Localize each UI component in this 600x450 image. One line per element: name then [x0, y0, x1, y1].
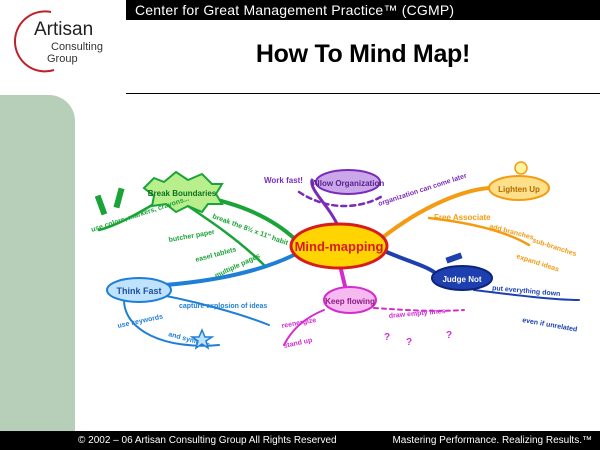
lighten-up-label: Lighten Up — [498, 185, 540, 194]
allow-node — [315, 169, 381, 195]
unrelated-label: even if unrelated — [522, 317, 578, 334]
marker-icon-2 — [113, 187, 125, 209]
branch-keywords — [123, 299, 220, 347]
side-decoration — [0, 95, 75, 431]
gavel-icon — [445, 252, 463, 264]
logo-line-1: Artisan — [34, 19, 93, 40]
reenergize-label: reenergize — [281, 317, 317, 330]
question-mark-2: ? — [406, 337, 412, 348]
sub-branches-label: sub-branches — [531, 237, 577, 258]
branch-lighten — [380, 186, 491, 240]
footer-bar: © 2002 – 06 Artisan Consulting Group All… — [0, 431, 600, 450]
keywords-label: use keywords — [117, 313, 164, 329]
think-fast-node — [106, 277, 172, 303]
use-colors-label: use colors, markers, crayons... — [90, 195, 190, 233]
judge-not-node — [431, 265, 493, 291]
logo-line-2: Consulting — [51, 41, 103, 53]
logo-line-3: Group — [47, 53, 78, 65]
copyright-text: © 2002 – 06 Artisan Consulting Group All… — [78, 435, 337, 446]
draw-lines-label: draw empty lines — [389, 308, 446, 320]
tagline-text: Mastering Performance. Realizing Results… — [392, 435, 592, 446]
judge-not-label: Judge Not — [442, 275, 481, 284]
org-later-label: organization can come later — [377, 173, 467, 208]
butcher-label: butcher paper — [168, 229, 215, 244]
free-associate-label: Free Associate — [434, 213, 491, 222]
branch-stand — [283, 309, 325, 346]
allow-node-label: Allow Organization — [312, 179, 385, 188]
star-icon — [189, 328, 215, 350]
work-fast-label: Work fast! — [264, 176, 303, 185]
keep-flowing-node — [323, 286, 377, 314]
keep-flowing-label: Keep flowing — [325, 297, 375, 306]
top-bar: Center for Great Management Practice™ (C… — [126, 0, 600, 20]
expand-ideas-label: expand ideas — [515, 253, 559, 273]
branch-put — [473, 289, 580, 301]
branch-draw — [373, 307, 465, 312]
branch-allow — [310, 178, 341, 230]
mind-map-illustration: Mind-mapping Allow Organization Work fas… — [90, 161, 580, 350]
center-node-label: Mind-mapping — [295, 239, 384, 254]
question-mark-3: ? — [446, 330, 452, 341]
branch-org-later — [297, 190, 386, 208]
branch-free — [427, 216, 531, 247]
break-node-label: Break Boundaries — [148, 189, 217, 198]
lightbulb-icon — [514, 161, 528, 175]
logo-ring — [14, 10, 55, 73]
break-node — [142, 170, 224, 214]
think-fast-label: Think Fast — [116, 286, 161, 296]
branch-judge — [380, 248, 436, 274]
question-mark-1: ? — [384, 332, 390, 343]
marker-icon-1 — [94, 194, 108, 216]
logo: Artisan Consulting Group — [9, 8, 119, 74]
lighten-up-node — [488, 175, 550, 201]
top-bar-title: Center for Great Management Practice™ (C… — [135, 2, 455, 18]
title-divider — [126, 93, 600, 94]
add-branches-label: add branches — [488, 223, 534, 242]
easel-label: easel tablets — [195, 246, 238, 264]
center-node — [289, 222, 389, 270]
capture-label: capture explosion of ideas — [179, 303, 267, 310]
page-title: How To Mind Map! — [255, 40, 471, 68]
